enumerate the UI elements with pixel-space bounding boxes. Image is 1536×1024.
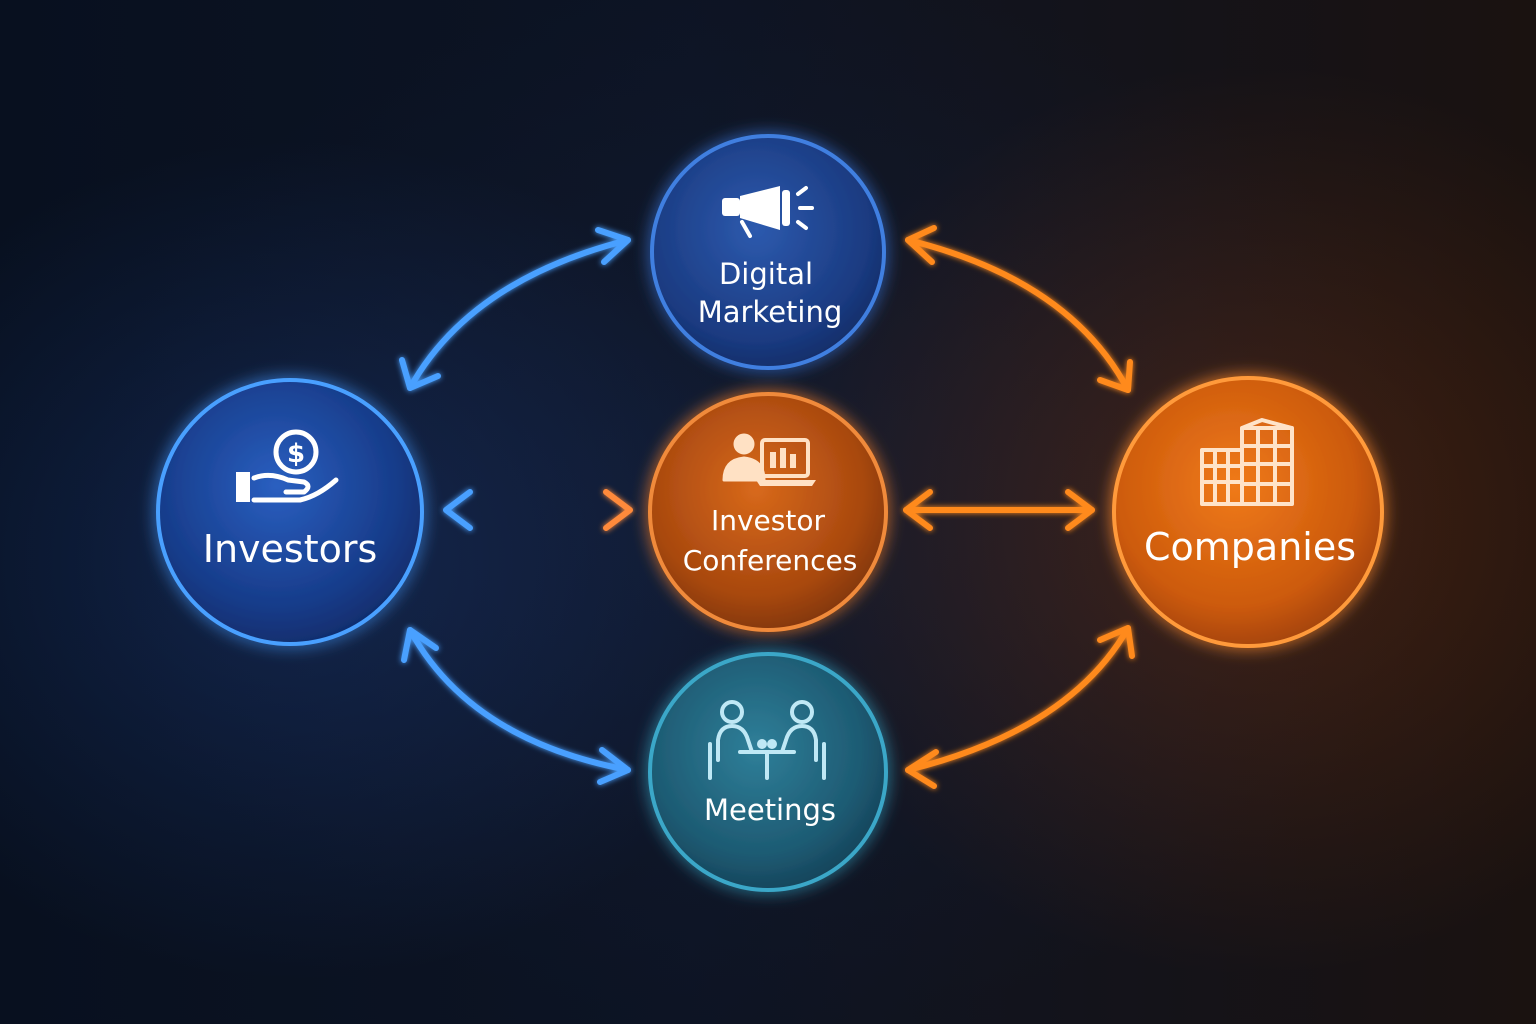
presentation-icon	[722, 433, 816, 486]
arrow-meetings-companies	[905, 625, 1135, 789]
companies-label: Companies	[1144, 525, 1356, 569]
meetings-label: Meetings	[704, 793, 836, 827]
digital-marketing-line1: Digital	[719, 257, 813, 291]
investor-conferences-line2: Conferences	[683, 544, 858, 577]
investor-conferences-line1: Investor	[711, 504, 825, 537]
arrow-investors-meetings	[401, 627, 631, 785]
node-investors: $ Investors	[156, 378, 424, 646]
node-meetings: Meetings	[648, 652, 888, 892]
digital-marketing-line2: Marketing	[698, 295, 843, 329]
hand-money-icon	[236, 429, 339, 503]
arrow-digital-companies	[905, 225, 1133, 393]
investors-dollar-sign: $	[287, 439, 305, 469]
node-investor-conferences: Investor Conferences	[648, 392, 888, 632]
arrow-investors-digital	[399, 227, 631, 391]
megaphone-icon	[722, 186, 814, 238]
node-digital-marketing: Digital Marketing	[650, 134, 886, 370]
arrow-conferences-companies	[903, 489, 1095, 531]
meeting-table-icon	[708, 700, 826, 780]
investors-label: Investors	[203, 527, 378, 571]
arrow-investors-conferences	[443, 489, 633, 531]
building-icon	[1200, 418, 1294, 506]
node-companies: Companies	[1112, 376, 1384, 648]
